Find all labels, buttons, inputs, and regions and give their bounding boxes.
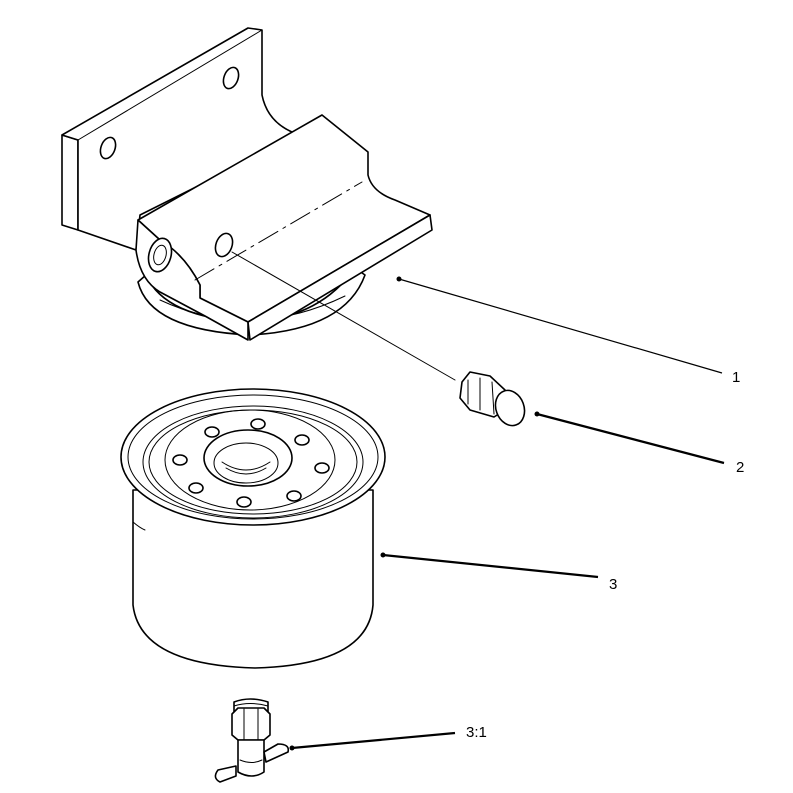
canister-body (132, 489, 374, 669)
callout-31-group: 3:1 (289, 724, 487, 751)
mounting-hole-left (99, 136, 117, 160)
leader-line-31 (291, 731, 456, 750)
callout-2: 2 (736, 459, 744, 476)
drain-valve-hex (231, 707, 271, 741)
leader-line-1 (398, 278, 723, 374)
canister-center-thread (203, 429, 293, 487)
base-slab-side (247, 214, 433, 341)
callout-3-group: 3 (380, 552, 617, 593)
callout-2-group: 2 (534, 411, 744, 476)
inlet-port (147, 237, 173, 273)
mounting-plate-front (61, 134, 79, 231)
mounting-hole-right (222, 66, 240, 90)
canister-flow-holes (172, 418, 330, 508)
center-line (194, 181, 363, 281)
leader-line-3 (382, 553, 599, 579)
callout-3: 3 (609, 576, 617, 593)
drain-valve-handle (214, 765, 237, 783)
plug-part (459, 371, 526, 427)
callout-3-1: 3:1 (466, 724, 487, 741)
filter-canister (120, 388, 386, 669)
outlet-port (214, 232, 234, 258)
leader-line-2 (536, 412, 725, 465)
drain-valve (214, 698, 290, 783)
callout-1: 1 (732, 369, 740, 386)
callout-1-group: 1 (396, 276, 740, 386)
assembly-line (231, 251, 456, 381)
plug-head (494, 389, 526, 427)
filter-head-bracket (61, 27, 433, 341)
